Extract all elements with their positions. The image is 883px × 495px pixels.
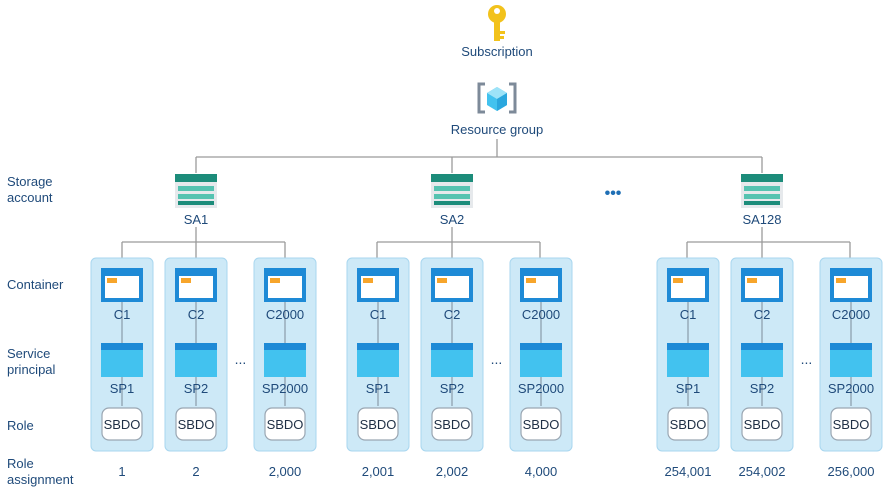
role-label: SBDO bbox=[833, 417, 870, 432]
row-label-storage-account: Storage account bbox=[7, 174, 56, 205]
connector-lines bbox=[121, 139, 851, 258]
row-label-service-principal: Service principal bbox=[7, 346, 56, 377]
role-assignment-number: 254,002 bbox=[739, 464, 786, 479]
service-principal-icon[interactable] bbox=[264, 343, 306, 377]
role-label: SBDO bbox=[360, 417, 397, 432]
role-box[interactable] bbox=[520, 407, 562, 441]
service-principal-icon[interactable] bbox=[357, 343, 399, 377]
role-label: SBDO bbox=[104, 417, 141, 432]
role-label: SBDO bbox=[670, 417, 707, 432]
storage-account-ellipsis: ••• bbox=[605, 185, 622, 202]
role-box[interactable] bbox=[357, 407, 399, 441]
role-label: SBDO bbox=[744, 417, 781, 432]
role-assignment-number: 2,002 bbox=[436, 464, 469, 479]
subscription-label: Subscription bbox=[461, 44, 533, 59]
resource-group-icon bbox=[477, 82, 517, 114]
role-box[interactable] bbox=[101, 407, 143, 441]
container-label: C2000 bbox=[266, 307, 304, 322]
service-principal-label: SP2000 bbox=[518, 381, 564, 396]
service-principal-label: SP2 bbox=[750, 381, 775, 396]
storage-account-icon bbox=[741, 174, 783, 208]
role-assignment-number: 254,001 bbox=[665, 464, 712, 479]
container-label: C1 bbox=[680, 307, 697, 322]
container-label: C2 bbox=[188, 307, 205, 322]
container-icon[interactable] bbox=[667, 268, 709, 302]
container-label: C2000 bbox=[522, 307, 560, 322]
container-icon[interactable] bbox=[520, 268, 562, 302]
container-icon[interactable] bbox=[264, 268, 306, 302]
role-box[interactable] bbox=[175, 407, 217, 441]
row-label-role-assignment: Role assignment bbox=[7, 456, 74, 487]
role-box[interactable] bbox=[830, 407, 872, 441]
role-assignment-number: 256,000 bbox=[828, 464, 875, 479]
column-ellipsis: ... bbox=[235, 351, 247, 367]
container-icon[interactable] bbox=[830, 268, 872, 302]
role-label: SBDO bbox=[178, 417, 215, 432]
key-icon bbox=[488, 5, 506, 41]
column-ellipsis: ... bbox=[491, 351, 503, 367]
service-principal-label: SP2 bbox=[184, 381, 209, 396]
container-icon[interactable] bbox=[101, 268, 143, 302]
storage-account-name: SA2 bbox=[440, 212, 465, 227]
container-label: C1 bbox=[114, 307, 131, 322]
service-principal-icon[interactable] bbox=[667, 343, 709, 377]
container-label: C2 bbox=[754, 307, 771, 322]
container-icon[interactable] bbox=[741, 268, 783, 302]
row-label-container: Container bbox=[7, 277, 64, 292]
role-label: SBDO bbox=[267, 417, 304, 432]
container-label: C2 bbox=[444, 307, 461, 322]
service-principal-label: SP2000 bbox=[262, 381, 308, 396]
service-principal-icon[interactable] bbox=[101, 343, 143, 377]
service-principal-label: SP1 bbox=[366, 381, 391, 396]
role-box[interactable] bbox=[264, 407, 306, 441]
service-principal-icon[interactable] bbox=[520, 343, 562, 377]
role-box[interactable] bbox=[667, 407, 709, 441]
storage-account-name: SA1 bbox=[184, 212, 209, 227]
role-box[interactable] bbox=[431, 407, 473, 441]
container-label: C2000 bbox=[832, 307, 870, 322]
service-principal-icon[interactable] bbox=[175, 343, 217, 377]
column-ellipsis: ... bbox=[801, 351, 813, 367]
role-label: SBDO bbox=[434, 417, 471, 432]
service-principal-label: SP2000 bbox=[828, 381, 874, 396]
service-principal-label: SP2 bbox=[440, 381, 465, 396]
row-label-role: Role bbox=[7, 418, 34, 433]
container-label: C1 bbox=[370, 307, 387, 322]
service-principal-icon[interactable] bbox=[741, 343, 783, 377]
role-assignment-number: 2,000 bbox=[269, 464, 302, 479]
role-box[interactable] bbox=[741, 407, 783, 441]
role-label: SBDO bbox=[523, 417, 560, 432]
resource-group-label: Resource group bbox=[451, 122, 544, 137]
role-assignment-number: 1 bbox=[118, 464, 125, 479]
role-assignment-number: 2 bbox=[192, 464, 199, 479]
role-assignment-number: 4,000 bbox=[525, 464, 558, 479]
role-assignment-number: 2,001 bbox=[362, 464, 395, 479]
service-principal-label: SP1 bbox=[676, 381, 701, 396]
storage-account-icon bbox=[431, 174, 473, 208]
service-principal-label: SP1 bbox=[110, 381, 135, 396]
container-icon[interactable] bbox=[431, 268, 473, 302]
service-principal-icon[interactable] bbox=[431, 343, 473, 377]
storage-account-name: SA128 bbox=[742, 212, 781, 227]
storage-account-icon bbox=[175, 174, 217, 208]
service-principal-icon[interactable] bbox=[830, 343, 872, 377]
container-icon[interactable] bbox=[357, 268, 399, 302]
container-icon[interactable] bbox=[175, 268, 217, 302]
